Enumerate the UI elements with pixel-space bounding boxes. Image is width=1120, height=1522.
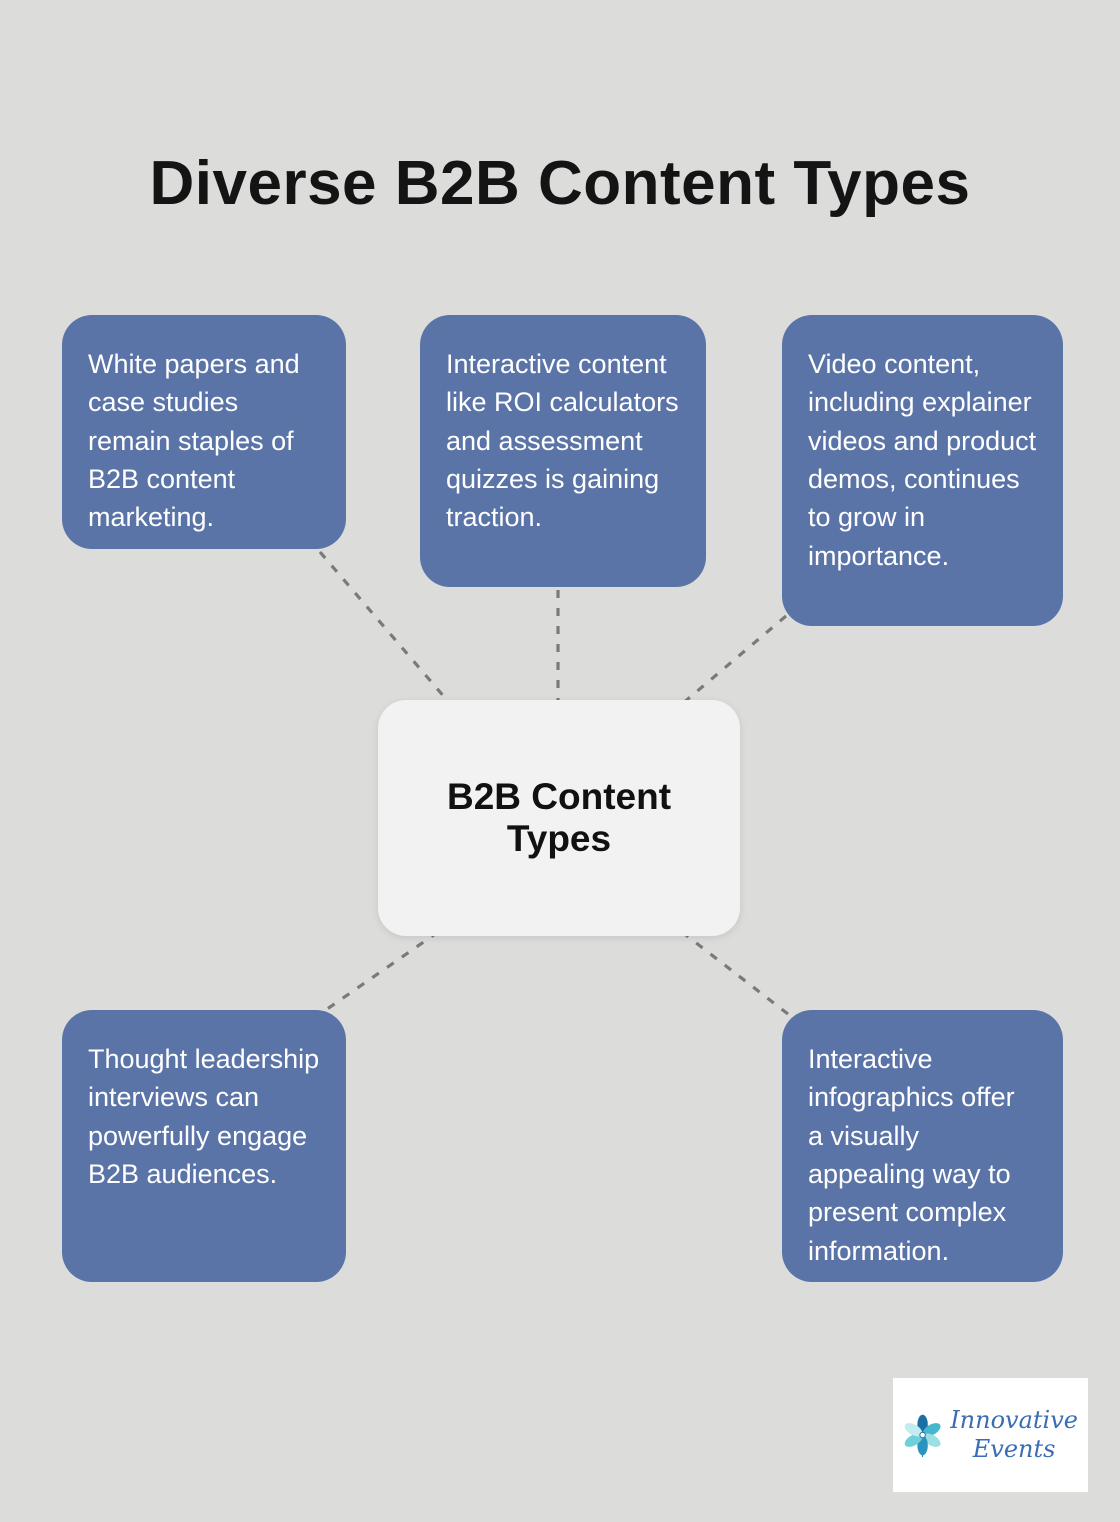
node-thought-leadership: Thought leadership interviews can powerf… [62, 1010, 346, 1282]
center-node-label: B2B Content Types [446, 776, 672, 859]
node-video-content-text: Video content, including explainer video… [808, 349, 1037, 571]
page-title: Diverse B2B Content Types [149, 148, 971, 218]
node-video-content: Video content, including explainer video… [782, 315, 1063, 626]
connector-top-right [680, 614, 788, 706]
brand-name-line2: Events [972, 1435, 1056, 1463]
node-thought-leadership-text: Thought leadership interviews can powerf… [88, 1044, 320, 1189]
center-node: B2B Content Types [378, 700, 740, 936]
node-interactive-infographics-text: Interactive infographics offer a visuall… [808, 1044, 1015, 1266]
brand-logo: Innovative Events [893, 1378, 1088, 1492]
node-interactive-content: Interactive content like ROI calculators… [420, 315, 706, 587]
flower-icon [904, 1414, 941, 1458]
node-white-papers: White papers and case studies remain sta… [62, 315, 346, 549]
connector-bottom-left [319, 930, 439, 1016]
node-white-papers-text: White papers and case studies remain sta… [88, 349, 300, 533]
brand-name-line1: Innovative [950, 1406, 1078, 1435]
node-interactive-content-text: Interactive content like ROI calculators… [446, 349, 679, 533]
brand-name: Innovative Events [950, 1406, 1078, 1464]
node-interactive-infographics: Interactive infographics offer a visuall… [782, 1010, 1063, 1282]
connector-bottom-right [681, 930, 789, 1016]
